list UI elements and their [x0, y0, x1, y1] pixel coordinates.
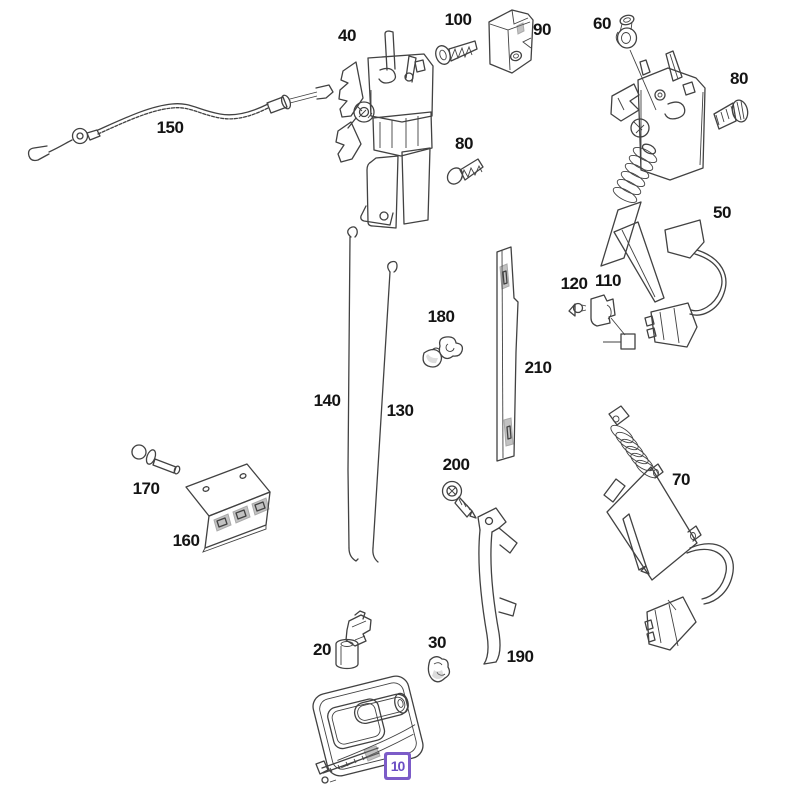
cylinder-20-drawing — [335, 610, 372, 670]
part-label-10-text: 10 — [387, 755, 408, 777]
part-label-160: 160 — [172, 531, 200, 550]
part-label-80-right: 80 — [730, 69, 748, 88]
part-label-170: 170 — [132, 479, 160, 498]
socket-110-drawing — [590, 294, 636, 350]
part-label-100: 100 — [444, 10, 472, 29]
part-label-30: 30 — [428, 633, 446, 652]
bulb-120-drawing — [568, 302, 587, 317]
screw-200-drawing — [441, 480, 477, 519]
part-label-40: 40 — [338, 26, 356, 45]
clip-180-drawing — [422, 336, 464, 368]
pin-170-drawing — [131, 444, 181, 475]
handle-10-drawing — [312, 675, 424, 784]
part-label-20: 20 — [313, 640, 331, 659]
rod-130-drawing — [372, 260, 398, 563]
part-label-190: 190 — [506, 647, 534, 666]
striker-90-drawing — [488, 9, 534, 74]
part-label-110: 110 — [595, 271, 621, 290]
rod-140-drawing — [347, 226, 359, 562]
cable-150-drawing — [27, 84, 334, 162]
part-label-120: 120 — [560, 274, 588, 293]
part-label-70: 70 — [672, 470, 690, 489]
part-label-150: 150 — [156, 118, 184, 137]
part-label-50: 50 — [713, 203, 731, 222]
bracket-190-drawing — [477, 507, 518, 665]
screw-80-mid-drawing — [446, 158, 484, 185]
rail-210-drawing — [496, 246, 519, 462]
part-label-180: 180 — [427, 307, 455, 326]
leader-line-60 — [629, 49, 657, 111]
part-label-130: 130 — [386, 401, 414, 420]
clip-60-drawing — [615, 14, 657, 111]
part-label-90: 90 — [533, 20, 551, 39]
part-label-10-highlighted[interactable]: 10 — [384, 752, 411, 780]
actuator-70-drawing — [603, 405, 734, 651]
screw-80-right-drawing — [713, 99, 749, 130]
lock-50-drawing — [600, 50, 727, 348]
grommet-30-drawing — [427, 656, 451, 683]
part-label-140: 140 — [313, 391, 341, 410]
part-label-200: 200 — [442, 455, 470, 474]
leader-line-110 — [610, 317, 626, 336]
screw-100-drawing — [435, 40, 478, 65]
bracket-160-drawing — [185, 463, 271, 553]
part-label-60: 60 — [593, 14, 611, 33]
lock-40-drawing — [335, 30, 434, 229]
part-label-210: 210 — [524, 358, 552, 377]
part-label-80-mid: 80 — [455, 134, 473, 153]
